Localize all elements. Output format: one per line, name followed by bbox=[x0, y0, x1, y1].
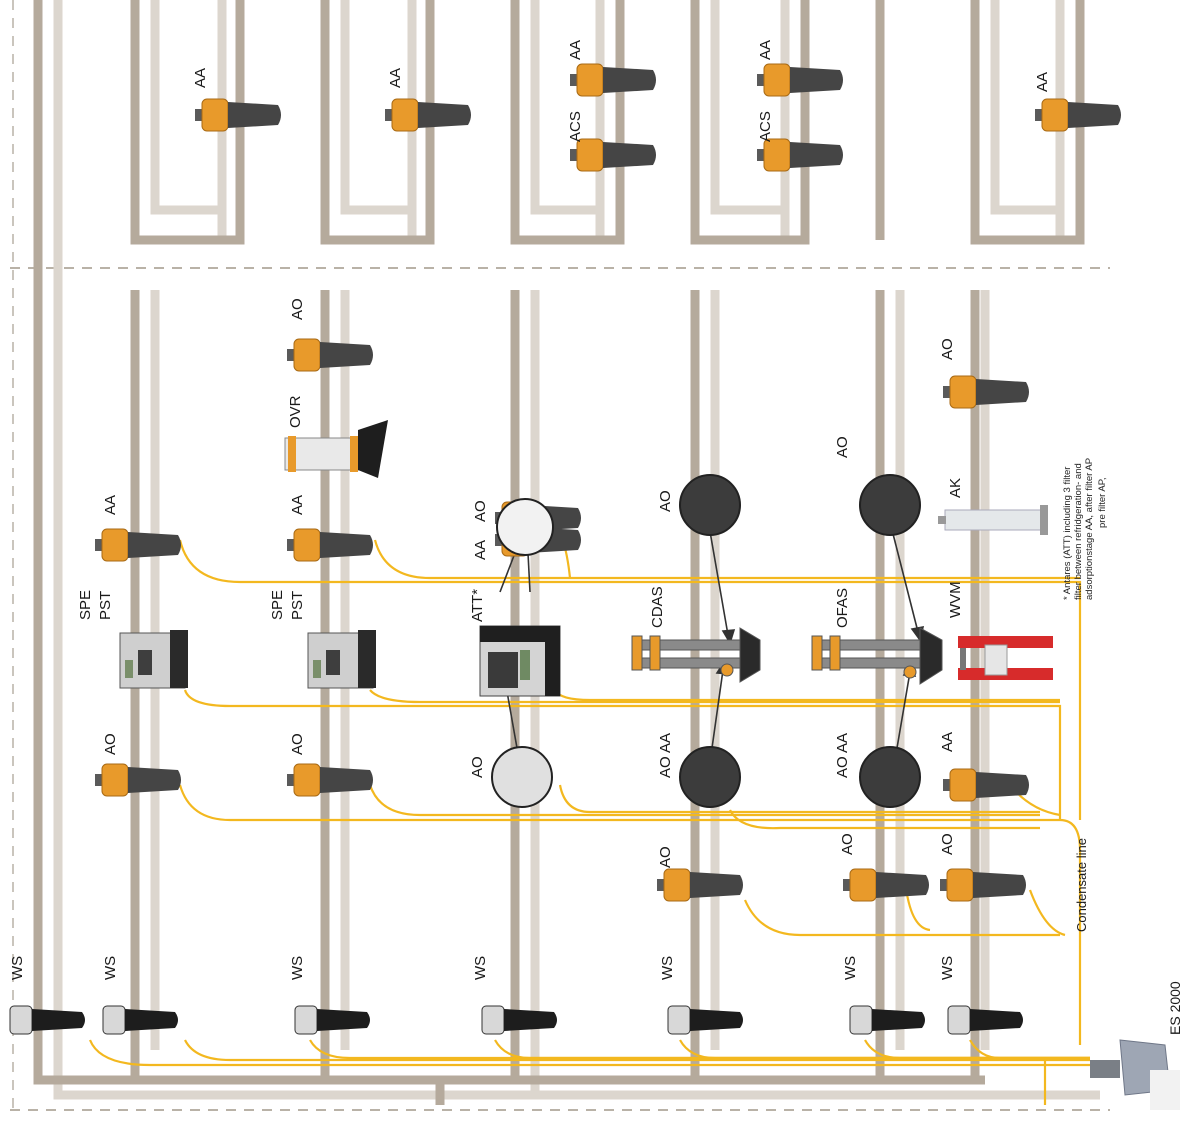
label-pst-1: PST bbox=[97, 590, 114, 620]
label-es2000: ES 2000 bbox=[1167, 981, 1183, 1035]
label-pst-2: PST bbox=[289, 590, 306, 620]
label-ws-7: WS bbox=[939, 955, 956, 980]
filter-housing bbox=[943, 375, 1029, 409]
ak-unit bbox=[938, 505, 1048, 535]
cdas-unit bbox=[631, 627, 761, 683]
label-aa-1: AA bbox=[192, 67, 209, 88]
label-ao-cdas-top: AO bbox=[657, 490, 674, 512]
att-unit bbox=[479, 625, 561, 697]
condensate-lines bbox=[88, 519, 1090, 1105]
label-aa-upper-1: AA bbox=[102, 494, 119, 515]
filter-housing bbox=[1035, 98, 1121, 132]
es2000-device bbox=[1090, 1039, 1180, 1110]
label-ao-low-2: AO bbox=[839, 833, 856, 855]
label-aa-low: AA bbox=[939, 731, 956, 752]
label-spe-2: SPE bbox=[269, 589, 286, 620]
label-ao-small: AO bbox=[472, 500, 489, 522]
label-acs-2: ACS bbox=[757, 111, 774, 142]
water-separator bbox=[9, 1005, 85, 1035]
label-att: ATT* bbox=[469, 588, 486, 622]
filter-housing bbox=[570, 63, 656, 97]
label-aa-2: AA bbox=[387, 67, 404, 88]
label-acs-1: ACS bbox=[567, 111, 584, 142]
label-ovr: OVR bbox=[287, 395, 304, 428]
label-ao-mid-2: AO bbox=[289, 733, 306, 755]
label-aa-upper-2: AA bbox=[289, 494, 306, 515]
label-ao-low-3: AO bbox=[939, 833, 956, 855]
label-ws-2: WS bbox=[102, 955, 119, 980]
label-ofas: OFAS bbox=[834, 587, 851, 628]
magnifier-circles bbox=[491, 474, 921, 808]
label-ao-aa-1: AO AA bbox=[657, 732, 674, 778]
filter-housing bbox=[757, 63, 843, 97]
label-ws-4: WS bbox=[472, 955, 489, 980]
label-ao-low-1: AO bbox=[657, 846, 674, 868]
filter-housing bbox=[657, 868, 743, 902]
label-cdas: CDAS bbox=[649, 586, 666, 628]
label-aa-5: AA bbox=[1034, 71, 1051, 92]
water-separator bbox=[947, 1005, 1023, 1035]
label-ws-1: WS bbox=[9, 955, 26, 980]
label-ws-6: WS bbox=[842, 955, 859, 980]
spe-pst-unit-2 bbox=[307, 630, 376, 689]
filter-housing bbox=[943, 768, 1029, 802]
footnote: * Antares (ATT) including 3 filter filte… bbox=[1062, 457, 1096, 600]
filter-housing bbox=[95, 528, 181, 562]
water-separator bbox=[481, 1005, 557, 1035]
label-ws-3: WS bbox=[289, 955, 306, 980]
filter-housing bbox=[287, 338, 373, 372]
filter-housing bbox=[757, 138, 843, 172]
label-ao-top-2: AO bbox=[939, 338, 956, 360]
footnote-line-3: adsorptionstage AA, after filter AP bbox=[1083, 457, 1095, 600]
label-aa-3: AA bbox=[567, 39, 584, 60]
filter-housing bbox=[940, 868, 1026, 902]
filter-housing bbox=[95, 763, 181, 797]
filter-housing bbox=[287, 763, 373, 797]
label-condensate-line: Condensate line bbox=[1074, 838, 1089, 932]
wvm-unit bbox=[958, 636, 1053, 680]
pipes-dark bbox=[33, 0, 1085, 1105]
label-ao-aa-2: AO AA bbox=[834, 732, 851, 778]
water-separator bbox=[294, 1005, 370, 1035]
filter-housing bbox=[843, 868, 929, 902]
label-ak: AK bbox=[947, 477, 964, 498]
label-aa-4: AA bbox=[757, 39, 774, 60]
label-ao-top-1: AO bbox=[289, 298, 306, 320]
label-wvm: WVM bbox=[947, 581, 964, 618]
water-separator bbox=[849, 1005, 925, 1035]
label-ao-mid-1: AO bbox=[102, 733, 119, 755]
water-separator bbox=[667, 1005, 743, 1035]
label-ao-ofas: AO bbox=[834, 436, 851, 458]
label-aa-small: AA bbox=[472, 539, 489, 560]
ofas-unit bbox=[811, 627, 943, 685]
water-separator bbox=[102, 1005, 178, 1035]
spe-pst-unit-1 bbox=[119, 630, 188, 689]
label-ao-mid-3: AO bbox=[469, 756, 486, 778]
filters-group bbox=[9, 63, 1121, 1035]
footnote-line-4: pre filter AP, bbox=[1097, 477, 1108, 528]
filter-housing bbox=[570, 138, 656, 172]
filter-housing bbox=[385, 98, 471, 132]
label-spe-1: SPE bbox=[77, 589, 94, 620]
label-ws-5: WS bbox=[659, 955, 676, 980]
ovr-unit bbox=[284, 420, 388, 478]
filter-housing bbox=[195, 98, 281, 132]
filter-housing bbox=[287, 528, 373, 562]
